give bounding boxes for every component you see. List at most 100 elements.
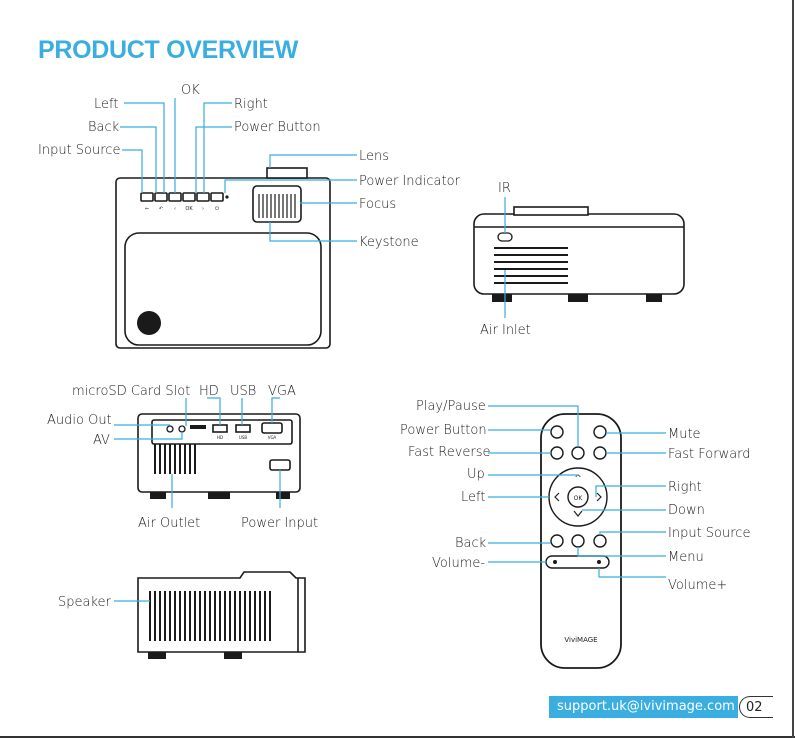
remote-input-source-button[interactable] [593, 534, 607, 548]
glyph-input: ⇐ [145, 206, 149, 212]
back-view-labels: microSD Card Slot HD USB VGA Audio Out A… [47, 384, 318, 531]
power-indicator-led [225, 195, 229, 199]
label-ir: IR [498, 181, 511, 196]
label-menu: Menu [668, 550, 704, 565]
remote-leaders [488, 405, 666, 578]
back-foot-mid [208, 492, 230, 499]
port-label-usb: USB [239, 435, 247, 440]
port-label-vga: VGA [268, 435, 277, 440]
remote-power-button[interactable] [550, 425, 564, 439]
left-arrow-icon [554, 492, 560, 502]
vga-port[interactable] [261, 422, 283, 434]
remote-control: OK ^ ViviMAGE [540, 413, 622, 669]
right-key[interactable] [196, 192, 210, 202]
down-arrow-icon [573, 510, 583, 517]
speaker-grille [149, 591, 271, 641]
label-right: Right [234, 97, 268, 112]
label-play-pause: Play/Pause [416, 399, 486, 414]
top-buttons [140, 192, 229, 202]
top-view-labels: Left Back Input Source OK Right Power Bu… [38, 83, 461, 250]
label-air-inlet: Air Inlet [480, 323, 531, 338]
remote-back-button[interactable] [550, 534, 564, 548]
label-remote-back: Back [455, 536, 487, 551]
av-port[interactable] [178, 425, 186, 433]
front-view-projector [473, 206, 685, 302]
ir-window [497, 232, 513, 242]
page-number: 02 [739, 696, 773, 718]
label-keystone: Keystone [359, 235, 419, 250]
microsd-slot[interactable] [190, 425, 206, 429]
front-foot-mid [568, 294, 588, 302]
front-foot-left [492, 294, 512, 302]
input-source-key[interactable] [140, 192, 154, 202]
port-glyphs: HD USB VGA [217, 435, 277, 440]
audio-out-port[interactable] [166, 425, 174, 433]
label-lens: Lens [359, 149, 389, 164]
label-power-indicator: Power Indicator [359, 174, 461, 189]
remote-mute-button[interactable] [593, 425, 607, 439]
glyph-right: › [202, 206, 204, 212]
label-vga: VGA [268, 384, 296, 399]
glyph-ok: OK [185, 206, 193, 212]
label-power-button: Power Button [234, 120, 321, 135]
remote-fast-forward-button[interactable] [593, 446, 607, 460]
top-view-panel [124, 232, 322, 346]
remote-labels: Play/Pause Power Button Fast Reverse Up … [400, 399, 751, 593]
label-focus: Focus [359, 197, 396, 212]
side-foot-right [224, 652, 242, 659]
air-outlet-vents [154, 444, 196, 474]
remote-menu-button[interactable] [571, 534, 585, 548]
glyph-power: ⏻ [215, 206, 219, 212]
side-view-labels: Speaker [58, 595, 112, 610]
top-button-glyphs: ⇐ ↶ ‹ OK › ⏻ [145, 206, 219, 212]
label-remote-input-source: Input Source [668, 526, 750, 541]
front-foot-right [646, 294, 662, 302]
logo-icon [137, 311, 161, 335]
back-view-leaders [114, 397, 281, 508]
front-view-top [513, 206, 589, 216]
front-view-labels: IR Air Inlet [480, 181, 531, 338]
volume-plus-icon [597, 560, 601, 564]
back-view-projector: HD USB VGA [137, 413, 301, 499]
remote-fast-reverse-button[interactable] [550, 446, 564, 460]
label-microsd: microSD Card Slot [72, 384, 190, 399]
label-speaker: Speaker [58, 595, 112, 610]
power-input-socket[interactable] [269, 459, 291, 471]
label-power-input: Power Input [241, 516, 318, 531]
label-volume-plus: Volume+ [668, 578, 727, 593]
usb-port[interactable] [235, 424, 251, 433]
top-view-projector: ⇐ ↶ ‹ OK › ⏻ [115, 167, 331, 349]
label-remote-power-button: Power Button [400, 423, 487, 438]
power-key[interactable] [210, 192, 224, 202]
page-title: PRODUCT OVERVIEW [38, 36, 299, 64]
label-air-outlet: Air Outlet [138, 516, 200, 531]
label-fast-reverse: Fast Reverse [408, 445, 491, 460]
ok-key[interactable] [182, 192, 196, 202]
remote-ok-button[interactable] [567, 486, 589, 508]
air-inlet-vents [494, 247, 568, 284]
side-view-projector [137, 571, 306, 659]
label-ok: OK [181, 83, 200, 98]
label-volume-minus: Volume- [432, 556, 485, 571]
lens-housing [266, 167, 308, 179]
port-label-hd: HD [217, 435, 223, 440]
remote-play-pause-button[interactable] [571, 446, 585, 460]
back-key[interactable] [154, 192, 168, 202]
side-view-body [137, 571, 306, 653]
label-audio-out: Audio Out [47, 413, 112, 428]
support-email[interactable]: support.uk@ivivimage.com [549, 696, 738, 718]
label-hd: HD [199, 384, 219, 399]
label-back: Back [88, 120, 120, 135]
label-up: Up [467, 467, 485, 482]
right-border [792, 0, 794, 738]
hd-port[interactable] [212, 424, 228, 433]
left-key[interactable] [168, 192, 182, 202]
back-foot-right [276, 492, 290, 499]
label-fast-forward: Fast Forward [668, 447, 751, 462]
label-input-source: Input Source [38, 143, 120, 158]
focus-ridges [258, 194, 296, 218]
label-down: Down [668, 503, 705, 518]
side-foot-left [148, 652, 166, 659]
label-usb: USB [230, 384, 256, 399]
